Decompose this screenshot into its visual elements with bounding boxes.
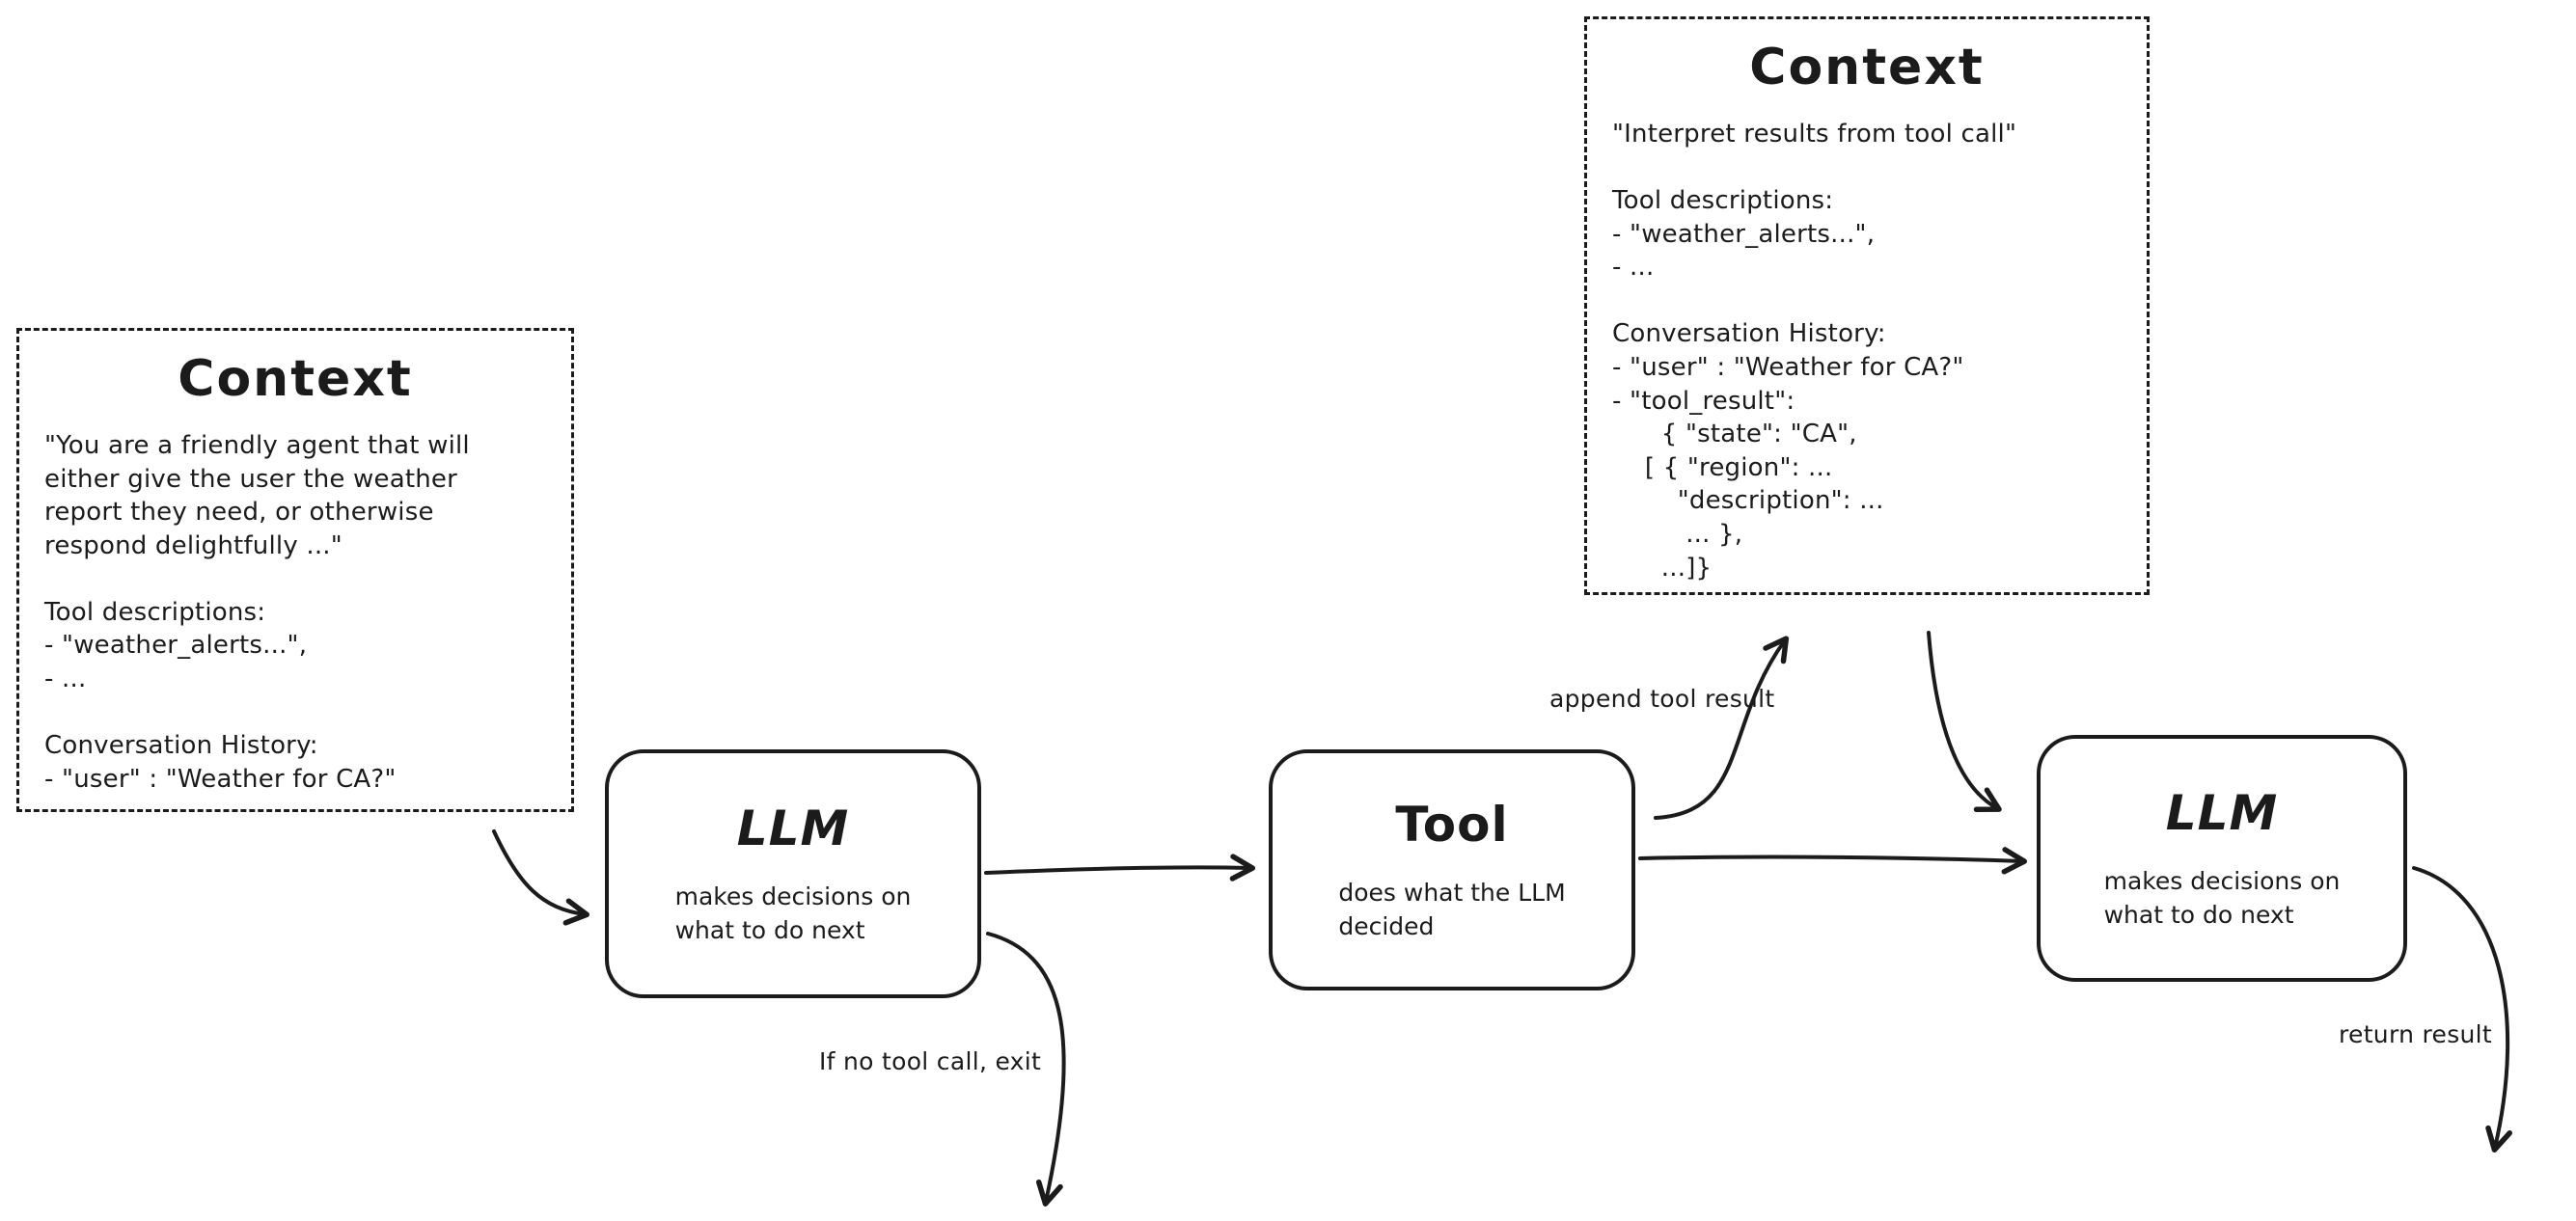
node-llm-2: LLM makes decisions on what to do next — [2037, 735, 2407, 982]
label-append-tool-result: append tool result — [1549, 685, 1775, 713]
arrow-llm-2-return-result — [2412, 866, 2513, 1153]
context-box-top: Context "Interpret results from tool cal… — [1584, 16, 2150, 595]
label-if-no-tool-call-exit: If no tool call, exit — [819, 1047, 1042, 1075]
context-box-left: Context "You are a friendly agent that w… — [16, 328, 574, 812]
context-top-body: "Interpret results from tool call" Tool … — [1612, 120, 2017, 583]
context-left-title: Context — [178, 350, 413, 408]
arrow-tool-to-llm-2 — [1638, 847, 2028, 875]
label-return-result: return result — [2339, 1020, 2493, 1048]
node-llm-2-title: LLM — [2165, 785, 2279, 841]
node-tool: Tool does what the LLM decided — [1269, 749, 1635, 990]
node-llm-2-subtitle: makes decisions on what to do next — [2103, 867, 2341, 929]
node-tool-title: Tool — [1395, 797, 1509, 853]
node-llm-1-subtitle: makes decisions on what to do next — [674, 882, 912, 944]
node-tool-subtitle: does what the LLM decided — [1338, 879, 1566, 940]
context-left-body: "You are a friendly agent that will eith… — [44, 431, 470, 794]
arrow-context-to-llm-2 — [1927, 631, 2002, 812]
node-llm-1-title: LLM — [736, 800, 850, 856]
arrow-llm-to-tool — [984, 854, 1256, 882]
arrow-context-to-llm — [492, 829, 590, 926]
arrow-tool-to-context-append — [1654, 636, 1790, 820]
context-top-title: Context — [1749, 39, 1985, 96]
node-llm-1: LLM makes decisions on what to do next — [605, 749, 981, 998]
